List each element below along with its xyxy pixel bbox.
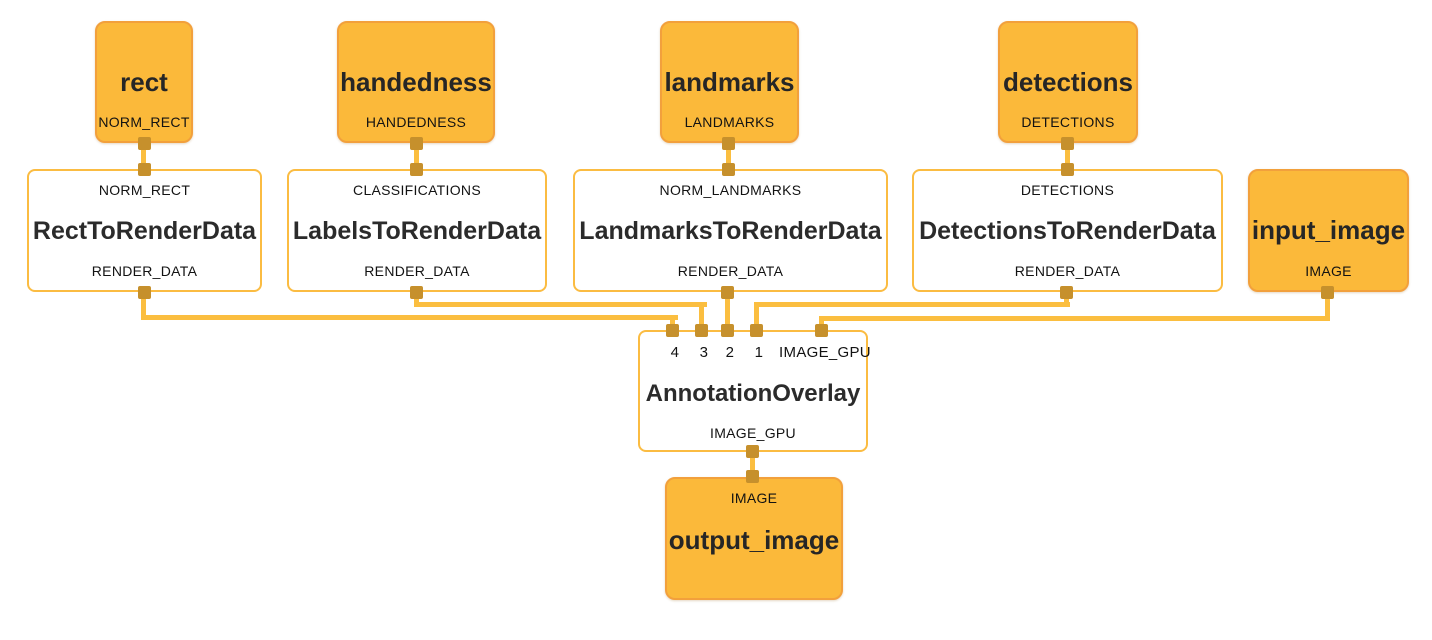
wire-segment <box>141 315 678 320</box>
wire-segment <box>754 302 759 331</box>
node-landmarks[interactable]: landmarks LANDMARKS <box>660 21 799 143</box>
input-port-label: 3 <box>699 344 709 361</box>
output-port-label: IMAGE_GPU <box>710 425 796 441</box>
node-title: LandmarksToRenderData <box>579 217 882 245</box>
wire-segment <box>670 315 675 331</box>
input-port-label: IMAGE_GPU <box>779 344 871 361</box>
input-port-label: 1 <box>754 344 764 361</box>
node-output-image[interactable]: IMAGE output_image <box>665 477 843 600</box>
port-connector <box>138 137 151 150</box>
input-port-label: NORM_LANDMARKS <box>659 182 802 198</box>
output-port-label: RENDER_DATA <box>364 263 470 279</box>
port-connector <box>721 286 734 299</box>
wire-segment <box>1064 292 1069 306</box>
port-connector <box>1061 137 1074 150</box>
node-input-image[interactable]: input_image IMAGE <box>1248 169 1409 292</box>
output-port-label: RENDER_DATA <box>677 263 784 279</box>
output-port-label: RENDER_DATA <box>1014 263 1121 279</box>
node-annotation-overlay[interactable]: 4 3 2 1 IMAGE_GPU AnnotationOverlay IMAG… <box>638 330 871 452</box>
input-port-label: 4 <box>670 344 680 361</box>
wire-segment <box>141 292 146 318</box>
port-connector <box>1060 286 1073 299</box>
output-port-label: DETECTIONS <box>1021 114 1115 130</box>
port-connector <box>666 324 679 337</box>
port-connector <box>138 163 151 176</box>
wire-segment <box>726 143 731 170</box>
port-connector <box>1061 163 1074 176</box>
wire-segment <box>699 302 704 331</box>
node-landmarks-to-render-data[interactable]: NORM_LANDMARKS LandmarksToRenderData REN… <box>573 169 888 292</box>
wire-segment <box>1325 292 1330 320</box>
output-port-label: HANDEDNESS <box>365 114 467 130</box>
port-connector <box>721 324 734 337</box>
wire-segment <box>414 292 419 306</box>
port-connector <box>410 137 423 150</box>
port-connector <box>695 324 708 337</box>
node-detections[interactable]: detections DETECTIONS <box>998 21 1138 143</box>
port-connector <box>138 286 151 299</box>
wire-segment <box>819 316 824 331</box>
node-title: DetectionsToRenderData <box>919 217 1216 245</box>
input-port-label: IMAGE <box>730 490 778 506</box>
input-port-label: 2 <box>725 344 735 361</box>
node-rect[interactable]: rect NORM_RECT <box>95 21 193 143</box>
node-title: LabelsToRenderData <box>292 217 542 245</box>
port-connector <box>815 324 828 337</box>
wire-segment <box>141 143 146 170</box>
port-connector <box>750 324 763 337</box>
node-title: AnnotationOverlay <box>645 380 861 407</box>
output-port-label: RENDER_DATA <box>91 263 198 279</box>
wire-segment <box>414 302 707 307</box>
node-title: output_image <box>668 525 840 555</box>
node-title: RectToRenderData <box>32 217 257 245</box>
output-port-label: NORM_RECT <box>98 114 190 130</box>
output-port-label: IMAGE <box>1305 263 1352 279</box>
input-port-label: DETECTIONS <box>1020 182 1115 198</box>
port-connector <box>746 445 759 458</box>
port-connector <box>1321 286 1334 299</box>
node-labels-to-render-data[interactable]: CLASSIFICATIONS LabelsToRenderData RENDE… <box>287 169 547 292</box>
port-connector <box>410 163 423 176</box>
node-title: rect <box>120 67 168 97</box>
output-port-label: LANDMARKS <box>684 114 775 130</box>
wire-segment <box>754 302 1070 307</box>
wire-segment <box>750 452 755 478</box>
input-port-label: CLASSIFICATIONS <box>353 182 481 198</box>
node-rect-to-render-data[interactable]: NORM_RECT RectToRenderData RENDER_DATA <box>27 169 262 292</box>
node-handedness[interactable]: handedness HANDEDNESS <box>337 21 495 143</box>
port-connector <box>722 137 735 150</box>
port-connector <box>746 470 759 483</box>
wire-segment <box>1065 143 1070 170</box>
wire-segment <box>414 143 419 170</box>
wire-segment <box>725 292 730 331</box>
input-port-label: NORM_RECT <box>98 182 191 198</box>
wire-segment <box>819 316 1330 321</box>
node-title: detections <box>1002 67 1134 97</box>
node-title: handedness <box>340 67 492 97</box>
port-connector <box>722 163 735 176</box>
node-detections-to-render-data[interactable]: DETECTIONS DetectionsToRenderData RENDER… <box>912 169 1223 292</box>
node-title: input_image <box>1251 215 1406 245</box>
port-connector <box>410 286 423 299</box>
node-title: landmarks <box>664 67 795 97</box>
